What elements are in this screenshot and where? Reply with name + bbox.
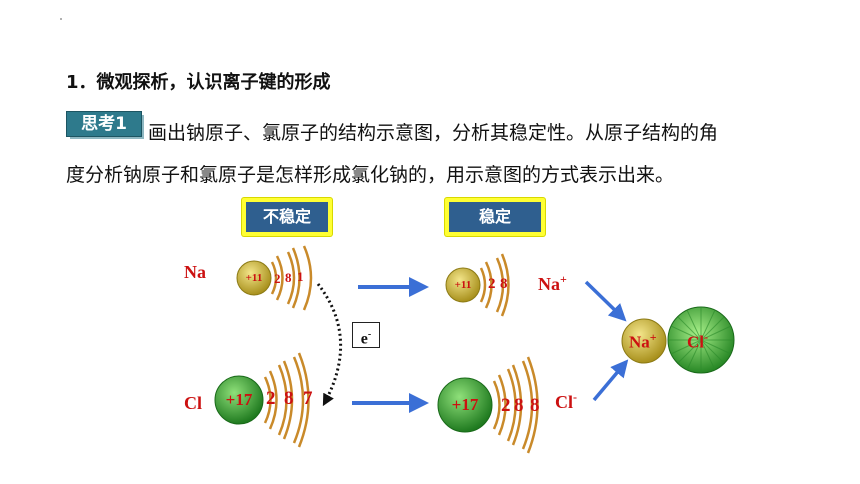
na-nucleus bbox=[236, 260, 272, 296]
cl-ion-nucleus bbox=[437, 377, 493, 433]
na-ion-to-compound-arrow bbox=[584, 280, 627, 322]
cl-shell-2: 8 bbox=[284, 388, 294, 409]
cl-shell-3: 7 bbox=[303, 388, 313, 409]
cl-electron-shells bbox=[263, 352, 310, 448]
na-ion-nucleus bbox=[445, 267, 481, 303]
na-electron-shells bbox=[270, 245, 313, 311]
stable-label: 稳定 bbox=[445, 198, 545, 236]
na-symbol: Na bbox=[184, 262, 206, 282]
compound-na-label: Na+ bbox=[629, 330, 657, 352]
electron-transfer-arrow bbox=[316, 283, 342, 407]
electron-label: e- bbox=[352, 322, 380, 348]
question-line-2: 度分析钠原子和氯原子是怎样形成氯化钠的，用示意图的方式表示出来。 bbox=[66, 164, 675, 186]
corner-dot bbox=[60, 18, 62, 20]
na-shell-3: 1 bbox=[297, 269, 304, 284]
cl-nucleus-label: +17 bbox=[225, 390, 253, 409]
question-line-1: 画出钠原子、氯原子的结构示意图，分析其稳定性。从原子结构的角 bbox=[148, 122, 719, 144]
na-ion-nucleus-label: +11 bbox=[454, 279, 472, 291]
cl-ion-to-compound-arrow bbox=[592, 359, 629, 402]
cl-shell-1: 2 bbox=[266, 388, 276, 409]
cl-ion-diagram bbox=[437, 356, 539, 454]
na-ion-symbol: Na+ bbox=[538, 272, 567, 294]
na-nucleus-label: +11 bbox=[245, 272, 263, 284]
na-ion-sphere bbox=[621, 318, 667, 364]
cl-ion-shell-1: 2 bbox=[501, 395, 511, 416]
cl-ion-shell-2: 8 bbox=[514, 395, 524, 416]
na-shell-1: 2 bbox=[274, 271, 281, 286]
cl-nucleus bbox=[214, 375, 264, 425]
cl-ion-symbol: Cl- bbox=[555, 390, 577, 412]
compound-cl-label: Cl- bbox=[687, 330, 708, 352]
nacl-compound bbox=[621, 306, 735, 374]
na-ion-shell-2: 8 bbox=[500, 276, 508, 292]
cl-ion-shell-3: 8 bbox=[530, 395, 540, 416]
cl-ion-nucleus-label: +17 bbox=[451, 395, 479, 414]
cl-atom-diagram bbox=[214, 352, 310, 448]
na-ion-diagram bbox=[445, 253, 510, 317]
unstable-label: 不稳定 bbox=[242, 198, 332, 236]
na-ion-shell-1: 2 bbox=[488, 276, 496, 292]
cl-symbol: Cl bbox=[184, 393, 202, 413]
na-atom-diagram bbox=[236, 245, 313, 311]
na-shell-2: 8 bbox=[285, 270, 292, 285]
think-tag: 思考1 bbox=[66, 111, 142, 137]
section-heading: 1．微观探析，认识离子键的形成 bbox=[66, 72, 331, 93]
